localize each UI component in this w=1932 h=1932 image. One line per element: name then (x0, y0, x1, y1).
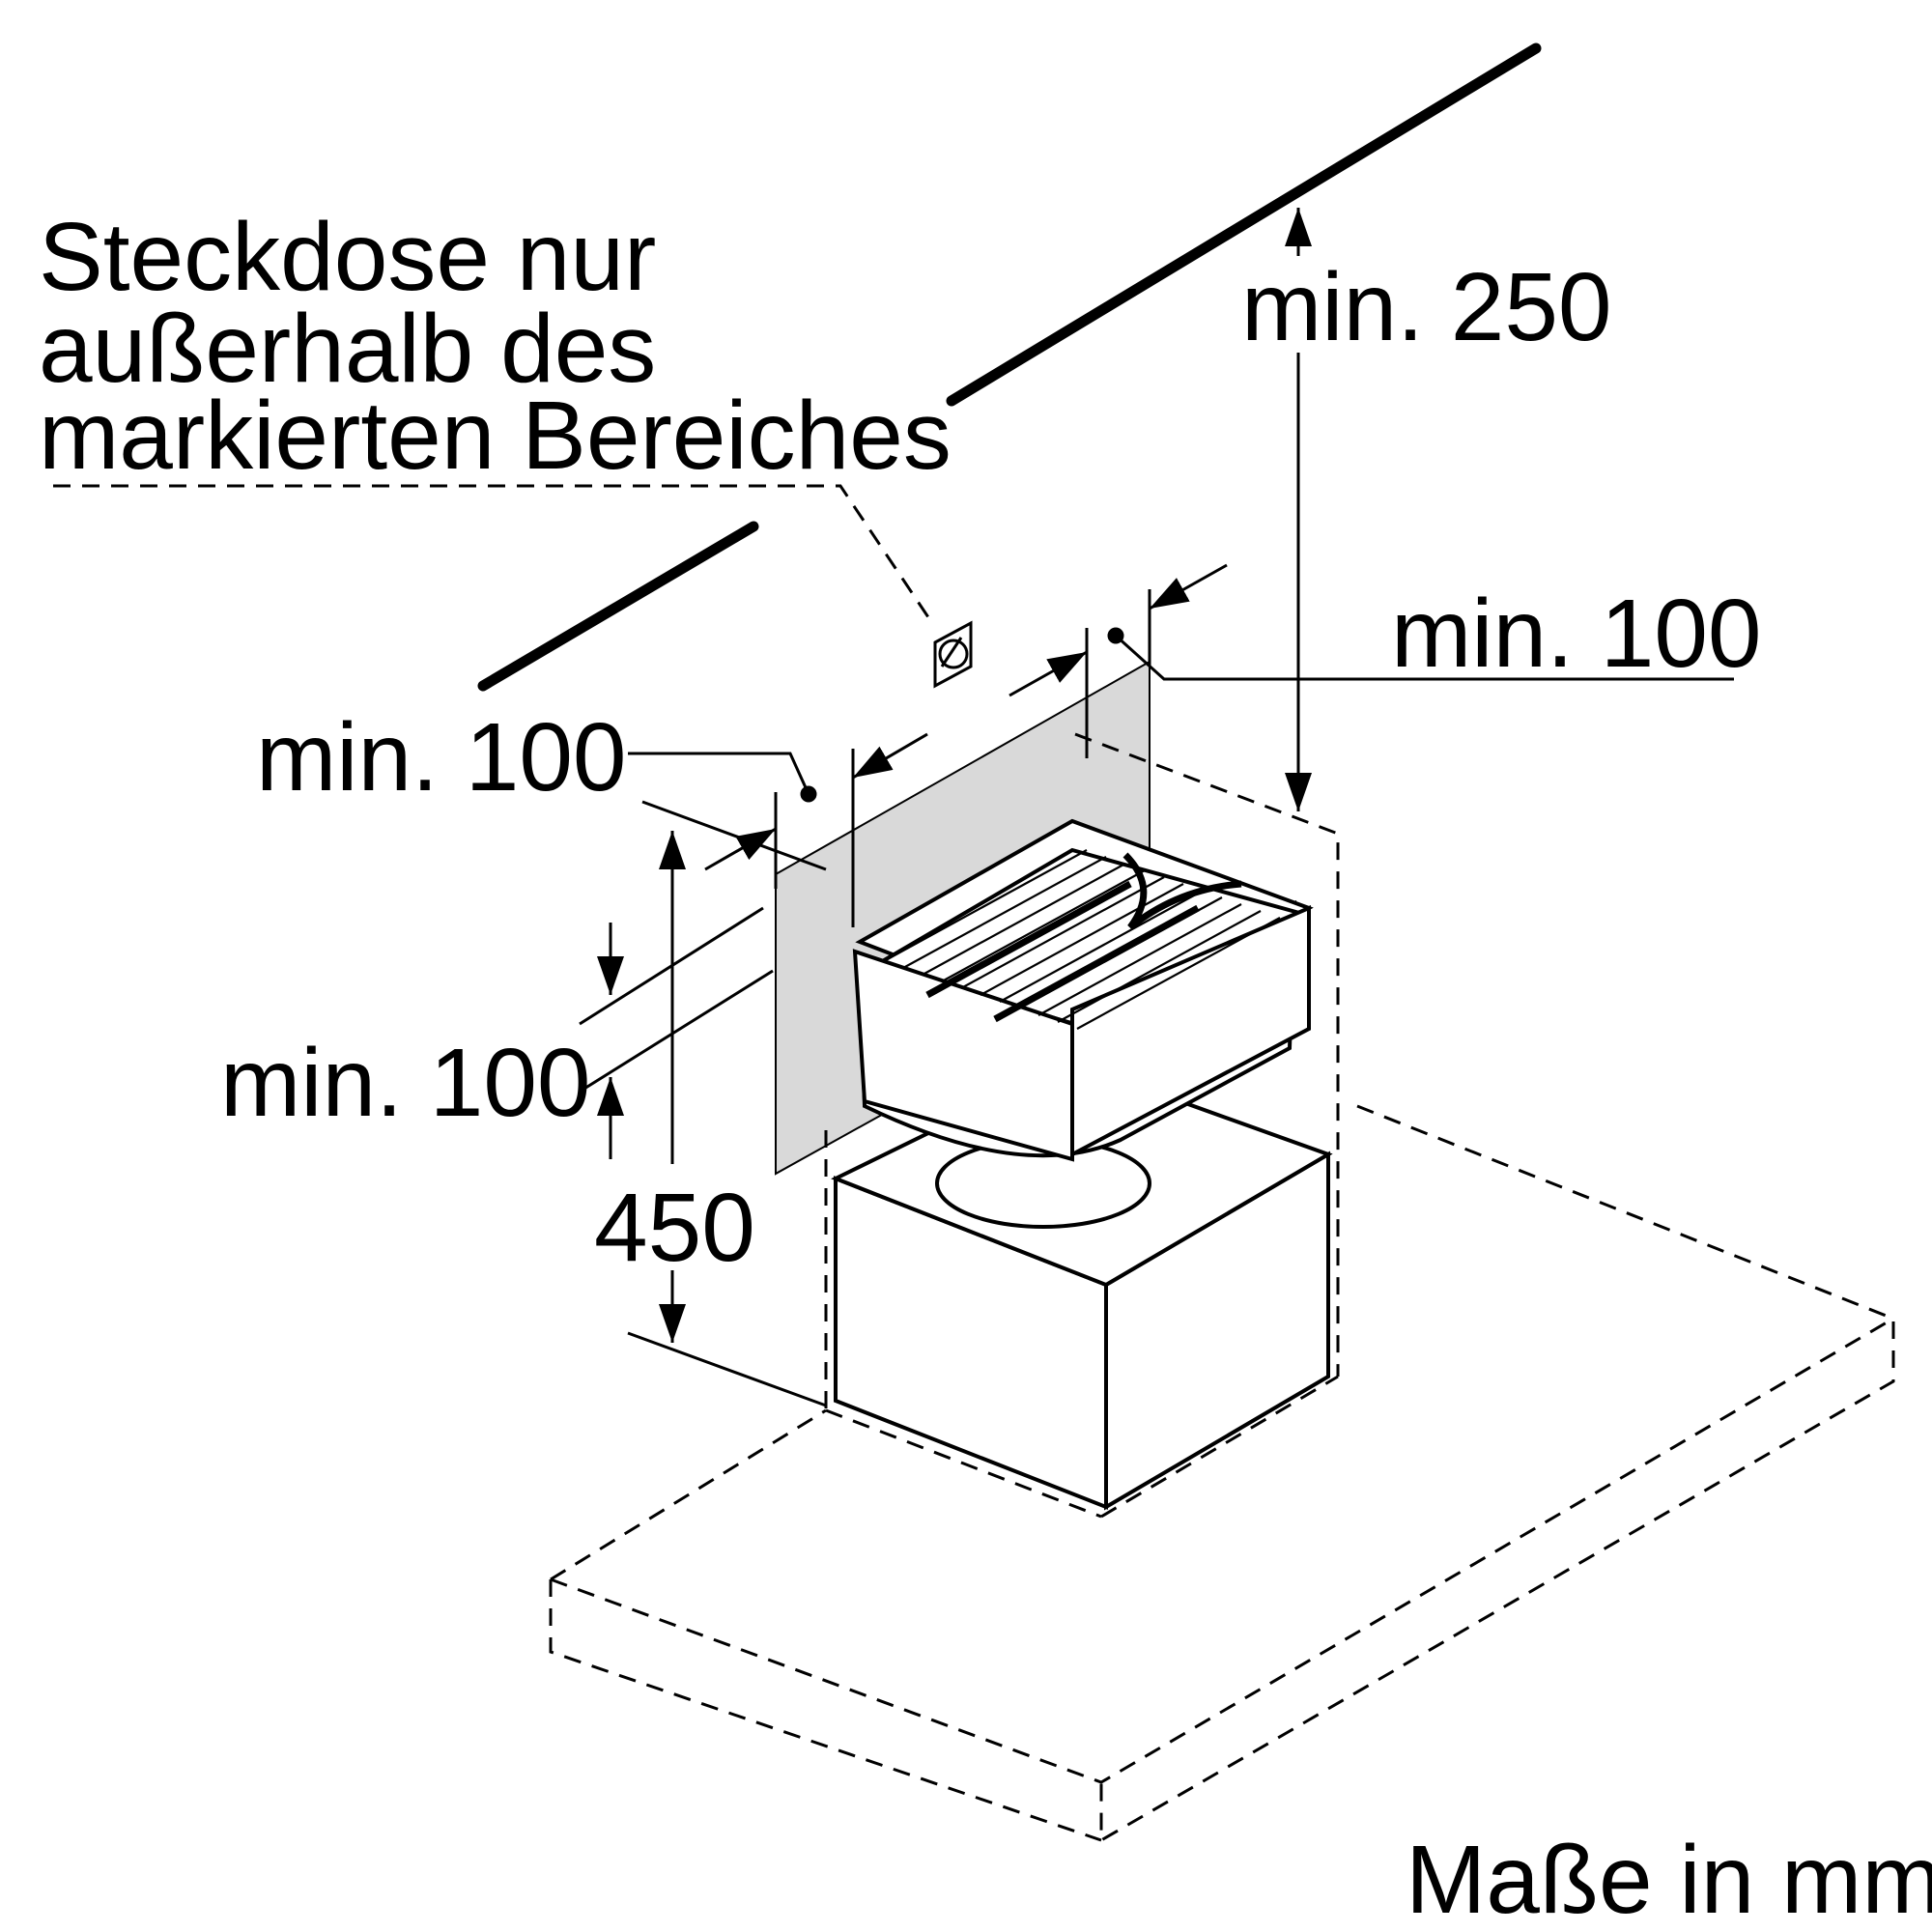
dim-height (579, 800, 827, 1407)
ceiling-lines (477, 43, 1542, 692)
socket-note-line1: Steckdose nur (39, 203, 656, 311)
dim-label-bottom-clearance: min. 100 (220, 1029, 591, 1137)
hood-outline (549, 732, 1895, 1843)
filter-module (852, 818, 1314, 1229)
dim-right-side (1009, 563, 1734, 758)
socket-icon (933, 620, 973, 689)
filter-strap (925, 852, 1242, 1023)
socket-leader (53, 484, 934, 624)
socket-note-line3: markierten Bereiches (39, 382, 952, 490)
dim-label-right-side: min. 100 (1391, 580, 1762, 688)
chimney-box (831, 1060, 1333, 1511)
units-note: Maße in mm (1406, 1826, 1932, 1932)
dim-label-left-side: min. 100 (256, 703, 627, 811)
dim-left-side (628, 732, 928, 927)
socket-note-line2: außerhalb des (39, 295, 656, 403)
dim-label-top-clearance: min. 250 (1241, 253, 1612, 361)
dim-label-height: 450 (594, 1174, 755, 1282)
